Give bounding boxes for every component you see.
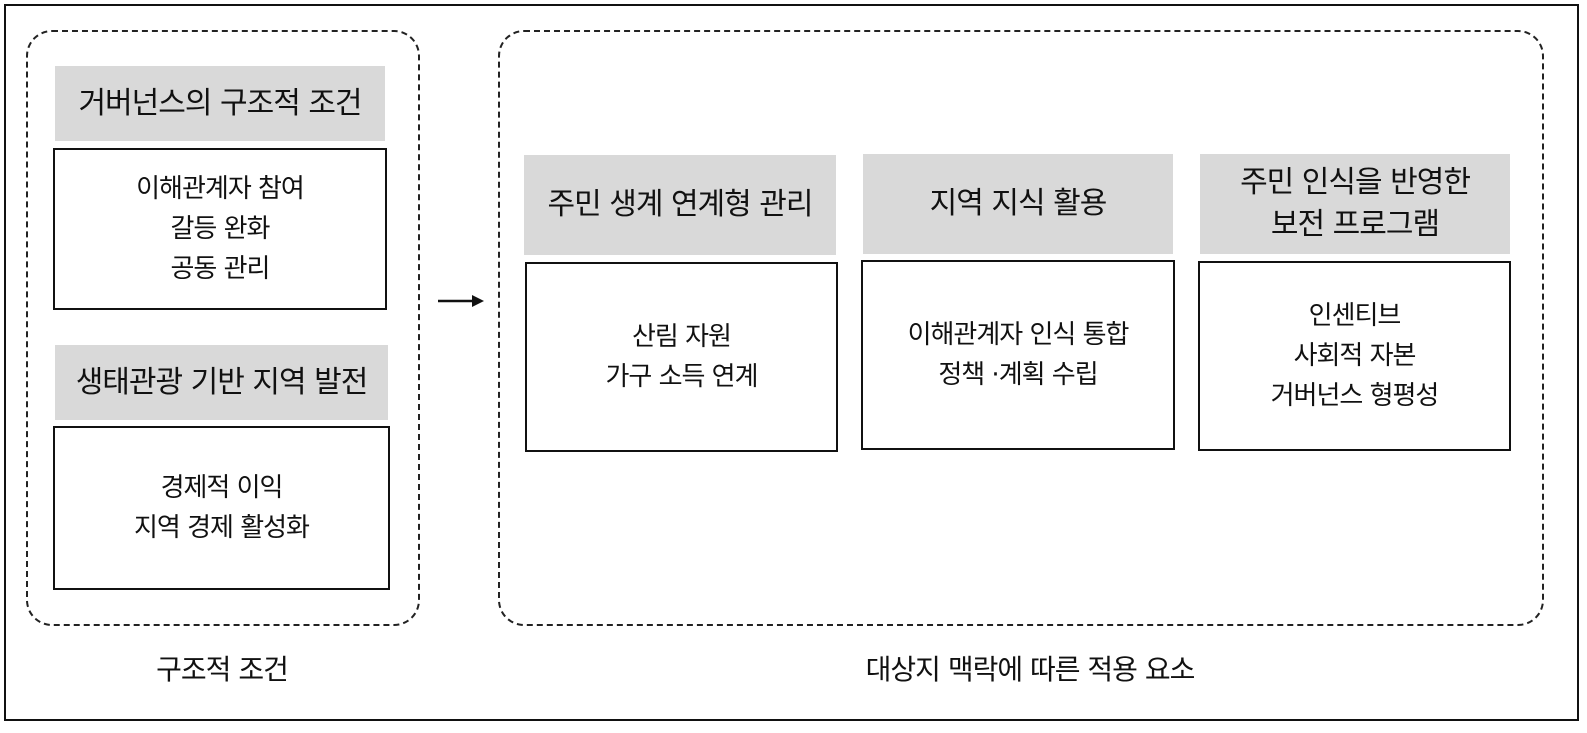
box-item: 공동 관리 [170, 254, 271, 284]
box-item: 정책 ·계획 수립 [938, 360, 1098, 390]
diagram-frame [4, 4, 1579, 721]
box-item: 경제적 이익 [160, 473, 284, 503]
structural-conditions-group [26, 30, 420, 626]
header-line: 지역 지식 활용 [929, 186, 1108, 221]
box-item: 이해관계자 참여 [136, 174, 305, 204]
box-item: 가구 소득 연계 [605, 362, 758, 392]
box-item: 거버넌스 형평성 [1270, 381, 1440, 411]
governance-structure-header: 거버넌스의 구조적 조건 [55, 66, 385, 141]
ecotourism-development-header: 생태관광 기반 지역 발전 [55, 345, 388, 420]
conservation-program-header: 주민 인식을 반영한 보전 프로그램 [1200, 154, 1510, 254]
box-item: 지역 경제 활성화 [134, 513, 310, 543]
right-arrow-icon [438, 295, 484, 307]
box-item: 산림 자원 [632, 322, 732, 352]
left-group-caption: 구조적 조건 [156, 653, 289, 686]
box-item: 이해관계자 인식 통합 [907, 320, 1130, 350]
right-group-caption: 대상지 맥락에 따른 적용 요소 [865, 653, 1196, 686]
header-line: 보전 프로그램 [1270, 207, 1440, 242]
conservation-program-box: 인센티브 사회적 자본 거버넌스 형평성 [1198, 261, 1511, 451]
livelihood-management-header: 주민 생계 연계형 관리 [524, 155, 836, 255]
header-line: 주민 인식을 반영한 [1240, 165, 1471, 200]
header-line: 생태관광 기반 지역 발전 [75, 364, 369, 400]
application-elements-group [498, 30, 1544, 626]
governance-structure-box: 이해관계자 참여 갈등 완화 공동 관리 [53, 148, 387, 310]
box-item: 갈등 완화 [170, 214, 271, 244]
header-line: 거버넌스의 구조적 조건 [78, 85, 362, 121]
header-line: 주민 생계 연계형 관리 [547, 187, 813, 222]
local-knowledge-box: 이해관계자 인식 통합 정책 ·계획 수립 [861, 260, 1175, 450]
local-knowledge-header: 지역 지식 활용 [863, 154, 1173, 254]
livelihood-management-box: 산림 자원 가구 소득 연계 [525, 262, 838, 452]
ecotourism-development-box: 경제적 이익 지역 경제 활성화 [53, 426, 390, 590]
box-item: 사회적 자본 [1293, 341, 1417, 371]
box-item: 인센티브 [1308, 301, 1402, 331]
